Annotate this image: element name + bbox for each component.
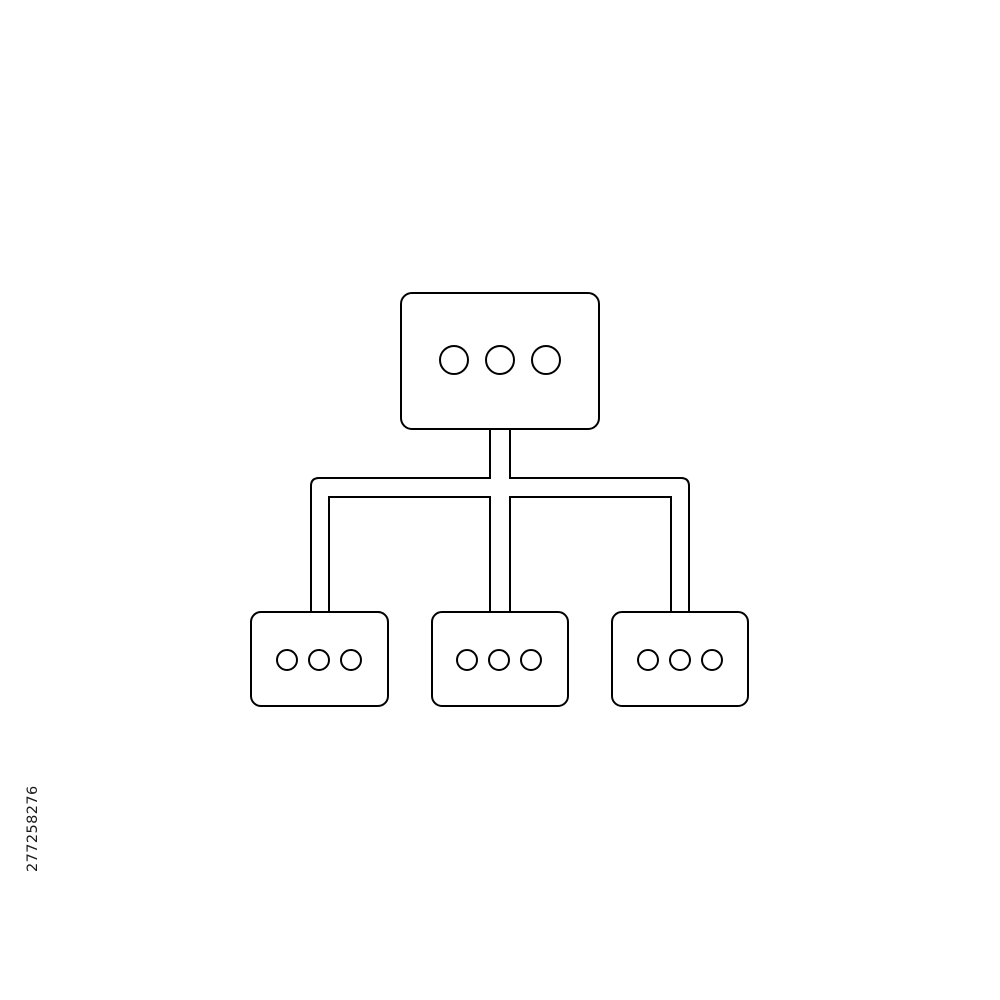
child-node-left bbox=[250, 611, 389, 707]
parent-node bbox=[400, 292, 600, 430]
stock-image-id: 277258276 bbox=[25, 785, 41, 872]
child-node-right bbox=[611, 611, 749, 707]
more-dots-icon bbox=[456, 649, 542, 671]
connector-lines bbox=[310, 429, 690, 612]
more-dots-icon bbox=[439, 345, 561, 375]
more-dots-icon bbox=[276, 649, 362, 671]
more-dots-icon bbox=[637, 649, 723, 671]
child-node-middle bbox=[431, 611, 569, 707]
